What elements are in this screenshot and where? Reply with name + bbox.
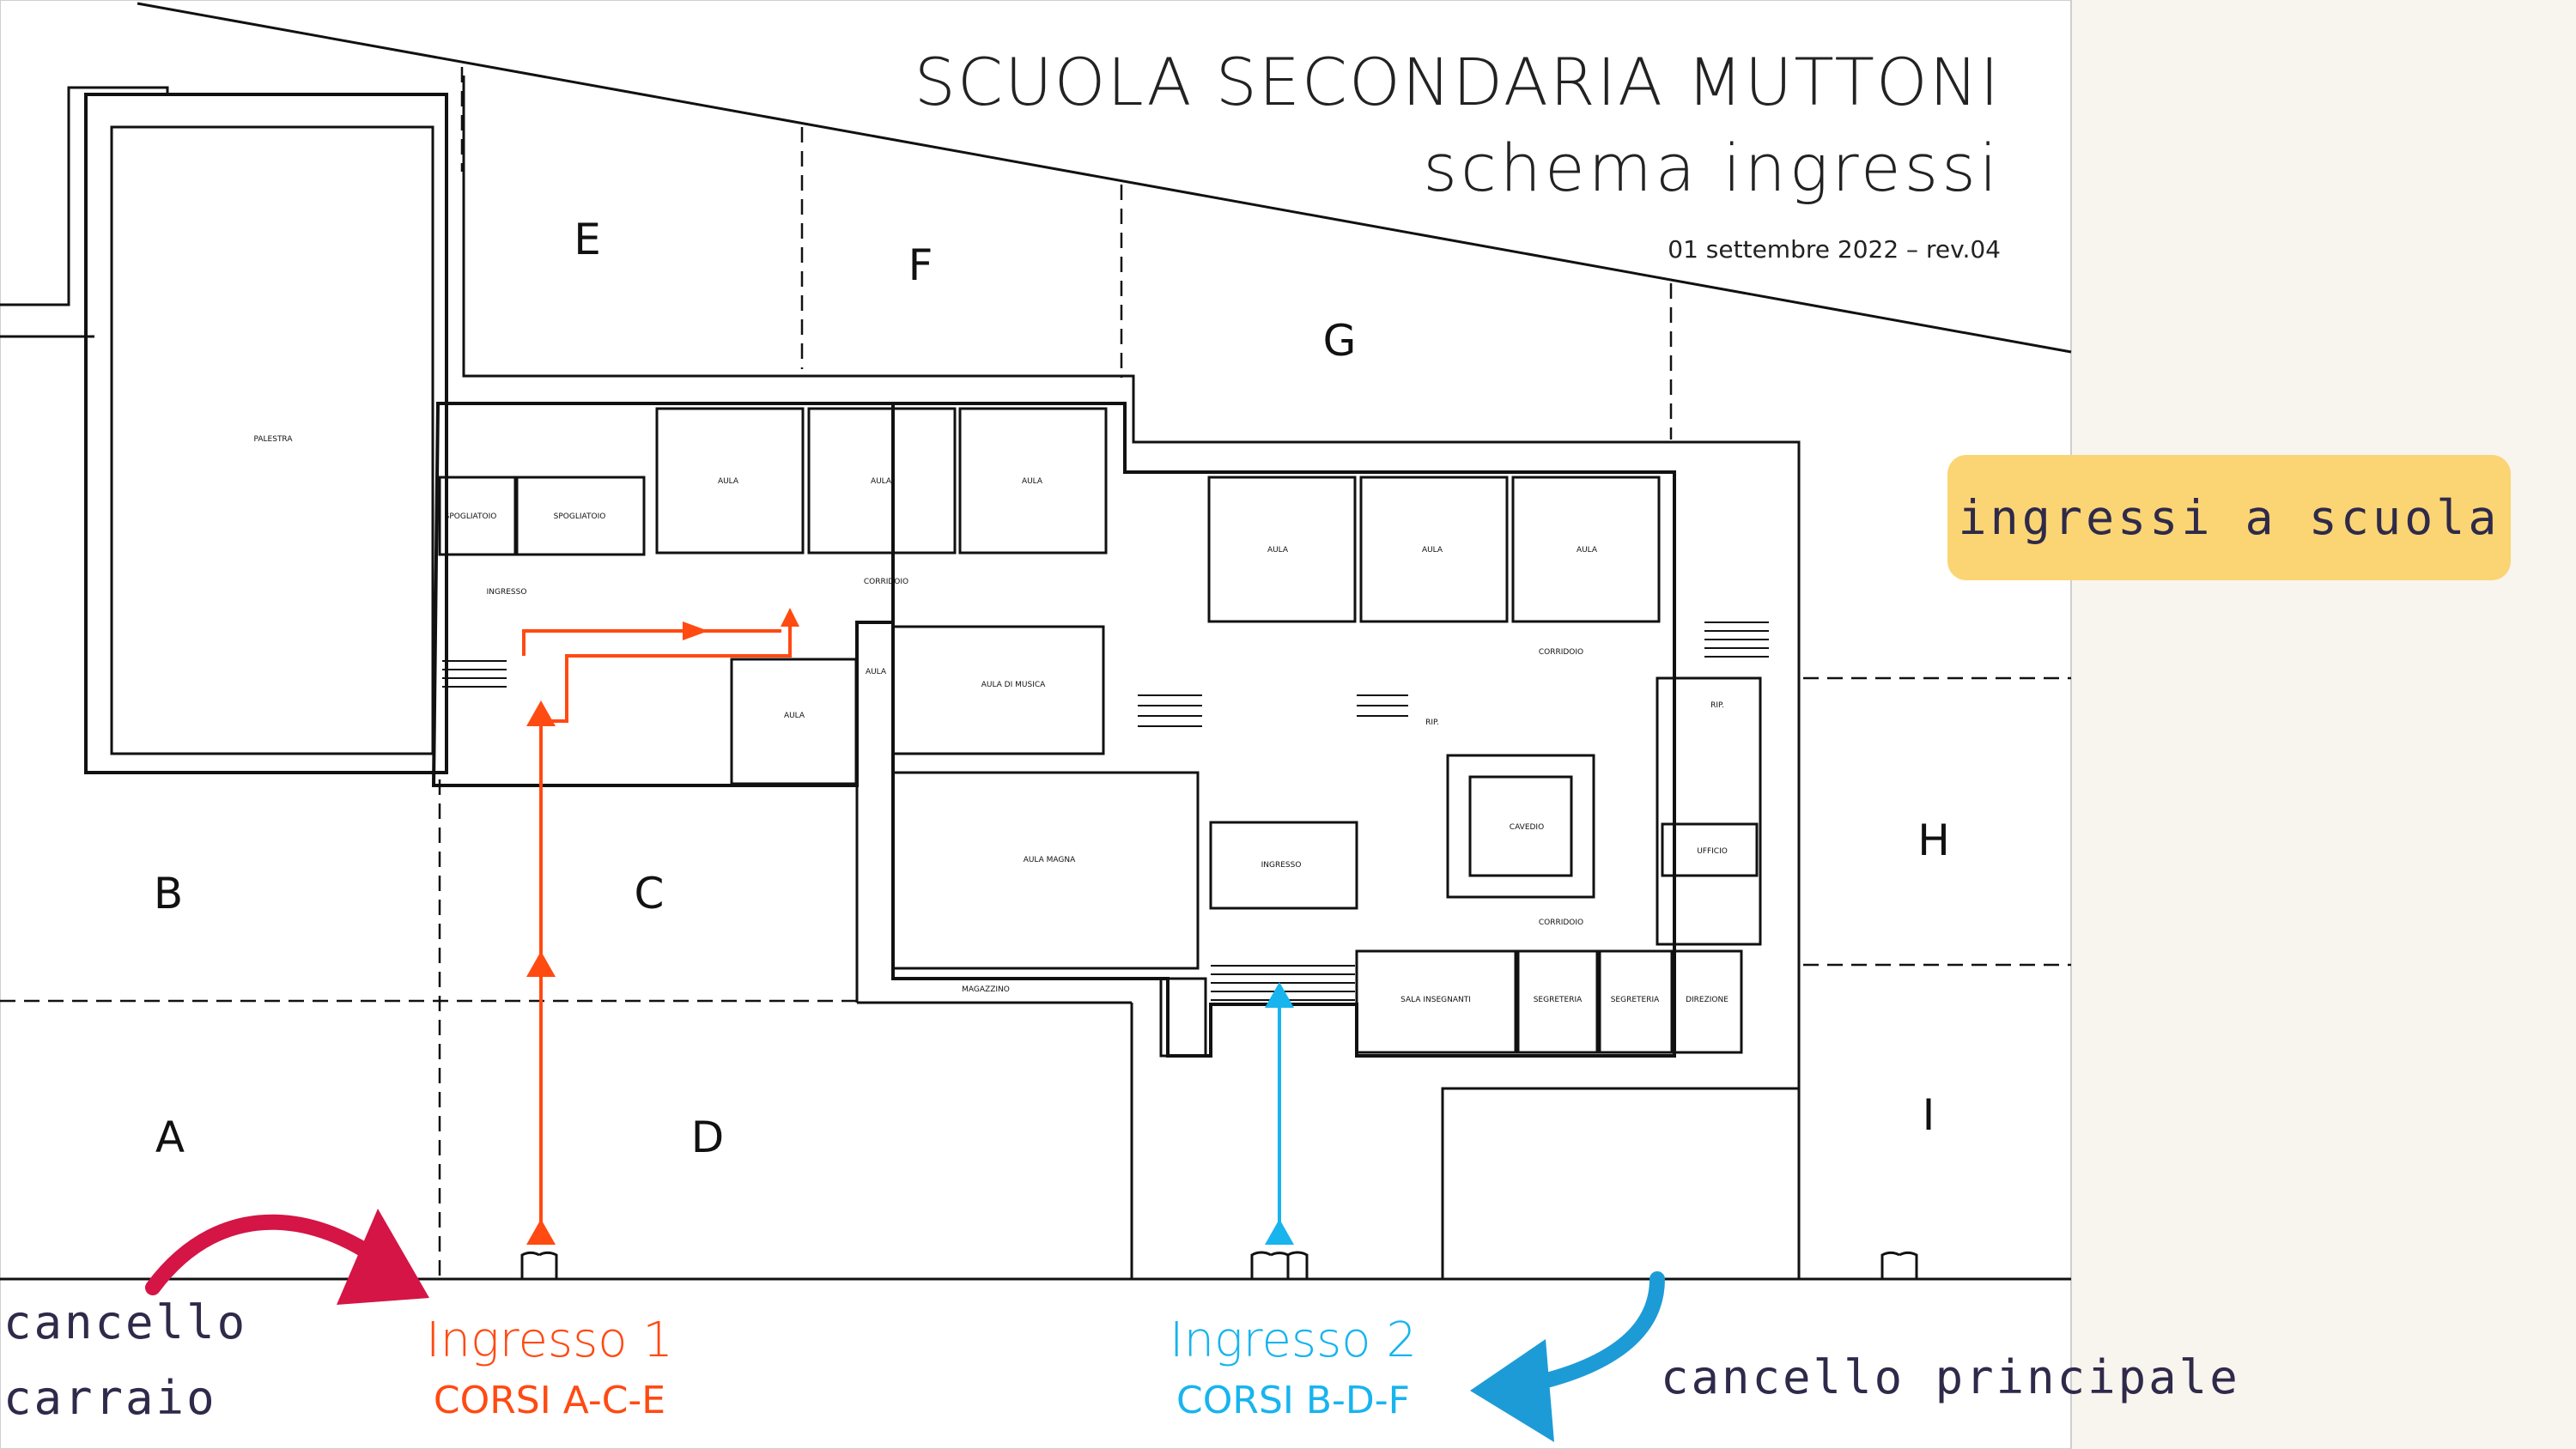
room-corridoio-1: CORRIDOIO [864,578,908,586]
title-block: SCUOLA SECONDARIA MUTTONI schema ingress… [914,44,2001,264]
room-spogliatoio-1: SPOGLIATOIO [445,512,497,521]
ingresso-2-label: Ingresso 2 [1170,1313,1417,1368]
room-direzione: DIREZIONE [1686,996,1728,1004]
blue-triangle-2 [1265,982,1294,1008]
room-aula-musica: AULA DI MUSICA [981,681,1046,689]
room-ufficio: UFFICIO [1697,847,1728,856]
gate-3 [1880,1251,1918,1279]
room-ingresso-palestra: INGRESSO [487,588,527,597]
plan-sheet [0,0,2072,1449]
site-lines [0,2,2072,1281]
ingresso-1-courses: CORSI A-C-E [434,1379,665,1422]
red-triangle-3 [526,700,556,726]
cancello-carraio-label-line1: cancello [3,1295,248,1349]
room-aula-8: AULA [866,668,887,676]
red-arrow-right [683,621,708,640]
gate-1 [520,1251,558,1279]
room-aula-7: AULA [784,712,805,720]
room-aula-6: AULA [1577,546,1598,555]
room-aula-1: AULA [718,477,739,486]
red-arrow-up [781,608,799,627]
zone-dividers [0,67,2071,1279]
gate-2 [1250,1251,1309,1279]
red-triangle-2 [526,951,556,977]
room-aula-3: AULA [1022,477,1043,486]
red-triangle-1 [526,1219,556,1245]
ingresso-2-courses: CORSI B-D-F [1176,1379,1410,1422]
room-corridoio-3: CORRIDOIO [1539,919,1583,927]
page-date: 01 settembre 2022 – rev.04 [1668,235,2001,264]
zone-i: I [1923,1090,1935,1140]
entrance-labels: Ingresso 1 CORSI A-C-E Ingresso 2 CORSI … [426,1313,1417,1422]
gates [520,1251,1918,1279]
room-aula-2: AULA [871,477,892,486]
zone-f: F [908,240,933,290]
room-ingresso: INGRESSO [1261,861,1302,870]
ingresso-1-label: Ingresso 1 [426,1313,673,1368]
room-palestra: PALESTRA [254,435,294,444]
room-labels: PALESTRA SPOGLIATOIO SPOGLIATOIO INGRESS… [254,435,1729,1004]
red-curved-arrowhead [337,1209,429,1305]
room-segreteria-2: SEGRETERIA [1611,996,1660,1004]
zone-e: E [574,215,601,264]
room-magazzino: MAGAZZINO [962,985,1010,994]
room-aula-magna: AULA MAGNA [1024,856,1076,864]
room-segreteria-1: SEGRETERIA [1534,996,1583,1004]
zone-a: A [155,1113,185,1162]
zone-h: H [1917,815,1950,865]
room-cavedio: CAVEDIO [1510,823,1544,832]
route-ingresso-1-markers [526,608,799,1245]
blue-triangle-1 [1265,1219,1294,1245]
palestra-room [84,93,448,774]
room-aula-5: AULA [1422,546,1443,555]
curved-arrows [145,1209,1665,1442]
cancello-carraio-label-line2: carraio [3,1371,217,1425]
room-spogliatoio-2: SPOGLIATOIO [554,512,606,521]
blue-curved-arrowhead [1470,1339,1554,1442]
room-sala-insegnanti: SALA INSEGNANTI [1400,996,1471,1004]
zone-labels: A B C D E F G H I [154,215,1950,1162]
room-rip-2: RIP. [1710,701,1724,710]
zone-g: G [1323,316,1357,366]
zone-c: C [635,869,665,919]
page-title: SCUOLA SECONDARIA MUTTONI [914,44,2001,120]
ingressi-badge: ingressi a scuola [1947,455,2511,580]
zone-d: D [691,1113,725,1162]
room-aula-4: AULA [1267,546,1289,555]
room-corridoio-2: CORRIDOIO [1539,648,1583,657]
cancello-principale-label: cancello principale [1661,1350,2240,1404]
zone-b: B [154,869,183,919]
room-rip-1: RIP. [1425,718,1439,727]
route-ingresso-2 [1265,982,1294,1245]
page-subtitle: schema ingressi [1423,130,2001,206]
